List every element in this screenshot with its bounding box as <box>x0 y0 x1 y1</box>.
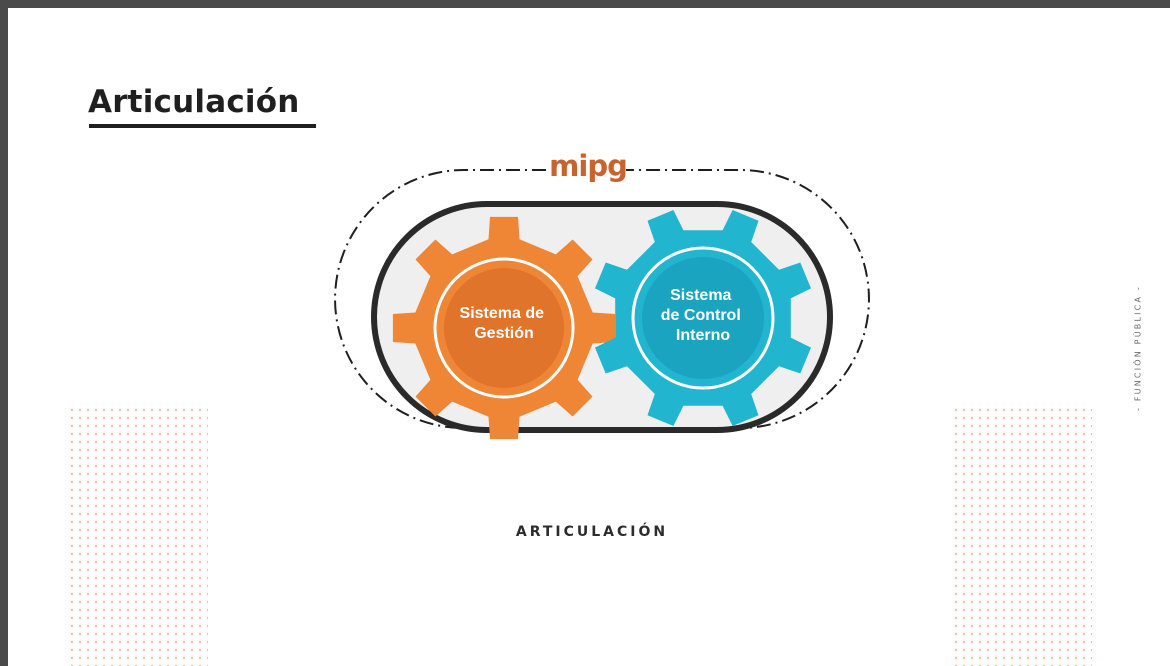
dot-pattern-right <box>952 406 1092 666</box>
gear-control-line-1: Sistema <box>670 287 731 304</box>
gear-gestion-line-1: Sistema de <box>460 305 545 322</box>
gear-control-line-3: Interno <box>676 327 730 344</box>
caption: ARTICULACIÓN <box>515 524 669 540</box>
svg-text:Sistema de Control: Sistema de Control Interno <box>661 287 745 344</box>
slide: Articulación - FUNCIÓN PÚBLICA - Sistema… <box>8 8 1170 666</box>
gear-control-line-2: de Control <box>661 307 741 324</box>
svg-text:Sistema de Gestión: Sistema de Gestión <box>460 305 549 342</box>
mipg-logo: mipg <box>549 149 627 183</box>
gear-sistema-de-gestion: Sistema de Gestión <box>392 216 616 440</box>
side-label: - FUNCIÓN PÚBLICA - <box>1126 268 1150 428</box>
gear-gestion-line-2: Gestión <box>474 325 534 342</box>
title-underline <box>89 124 316 128</box>
mipg-diagram: Sistema de Gestión Sistema de Control In… <box>334 149 870 440</box>
page-title: Articulación <box>88 84 300 120</box>
side-label-text: - FUNCIÓN PÚBLICA - <box>1133 285 1143 411</box>
orange-gear-core <box>444 268 564 388</box>
dot-pattern-left <box>68 406 208 666</box>
cyan-gear-core <box>642 257 764 379</box>
gear-sistema-de-control-interno: Sistema de Control Interno <box>595 210 811 426</box>
